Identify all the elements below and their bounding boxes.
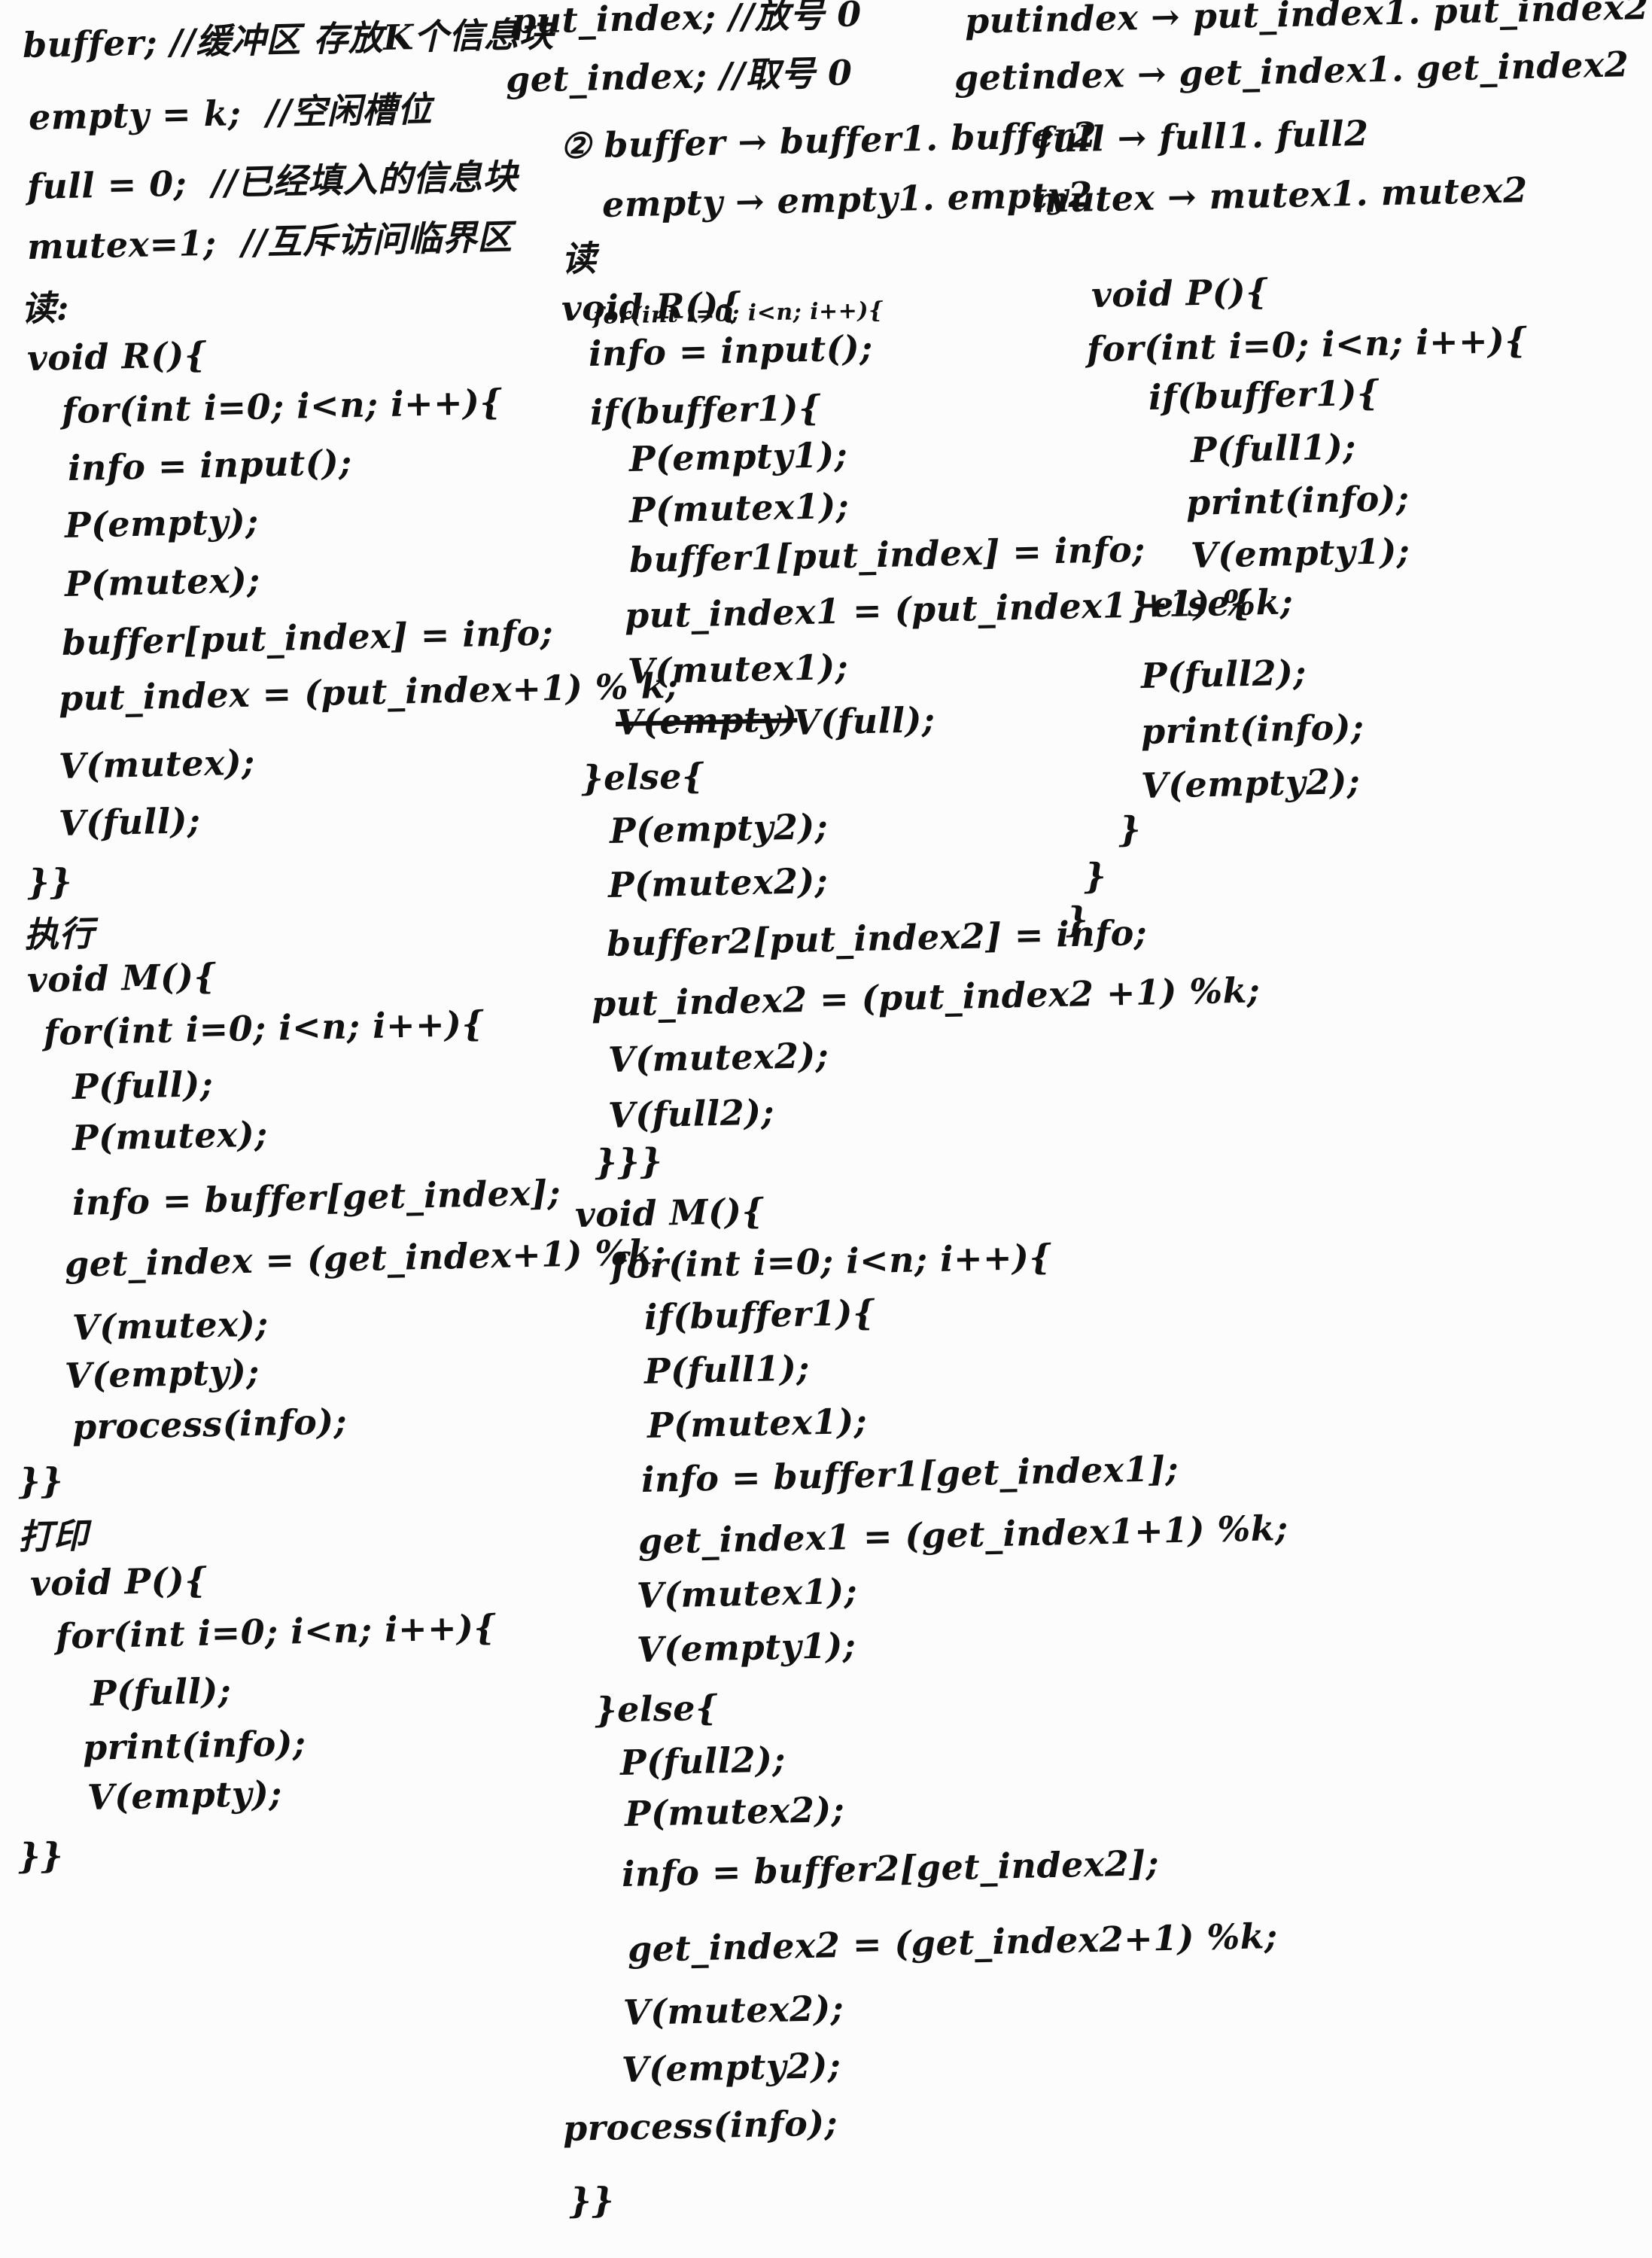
middle-line-21: put_index2 = (put_index2 +1) %k;: [591, 969, 1261, 1024]
middle-line-40: V(empty2);: [621, 2044, 841, 2090]
left-line-20: P(mutex);: [71, 1113, 269, 1158]
right-line-16: }: [1083, 855, 1107, 896]
middle-line-28: P(full1);: [643, 1347, 811, 1392]
right-line-13: print(info);: [1140, 706, 1364, 752]
left-line-25: process(info);: [71, 1401, 348, 1447]
middle-line-30: info = buffer1[get_index1];: [640, 1448, 1179, 1500]
right-line-15: }: [1118, 808, 1142, 850]
left-line-28: void P(){: [29, 1560, 208, 1604]
middle-line-23: V(full2);: [607, 1091, 775, 1136]
right-line-8: P(full1);: [1190, 426, 1357, 470]
middle-line-3: ② buffer → buffer1. buffer2: [559, 114, 1097, 166]
middle-line-22: V(mutex2);: [607, 1034, 829, 1080]
middle-line-42: }}: [568, 2179, 615, 2221]
middle-line-26: for(int i=0; i<n; i++){: [610, 1236, 1052, 1286]
middle-line-5: 读: [561, 238, 598, 279]
middle-line-25: void M(){: [574, 1190, 765, 1235]
middle-line-10: P(empty1);: [628, 434, 848, 479]
middle-line-24: }}}: [594, 1140, 663, 1182]
left-line-24: V(empty);: [64, 1351, 260, 1396]
left-line-23: V(mutex);: [71, 1303, 269, 1348]
middle-line-29: P(mutex1);: [647, 1400, 868, 1446]
left-line-14: V(full);: [58, 800, 201, 844]
left-line-4: mutex=1; //互斥访问临界区: [26, 216, 513, 267]
left-line-15: }}: [26, 860, 73, 902]
middle-line-38: get_index2 = (get_index2+1) %k;: [627, 1915, 1279, 1970]
left-line-7: for(int i=0; i<n; i++){: [61, 381, 503, 431]
middle-line-14: V(mutex1);: [627, 646, 849, 692]
middle-line-31: get_index1 = (get_index1+1) %k;: [637, 1507, 1289, 1562]
middle-line-4: empty → empty1. empty2: [601, 174, 1094, 225]
middle-line-8: info = input();: [588, 327, 874, 374]
left-line-18: for(int i=0; i<n; i++){: [43, 1003, 485, 1053]
left-line-13: V(mutex);: [58, 741, 256, 787]
middle-line-1: put_index; //放号 0: [511, 0, 863, 41]
right-line-1: putindex → put_index1. put_index2: [964, 0, 1650, 41]
left-line-8: info = input();: [67, 442, 353, 488]
middle-line-16: V(full);: [793, 699, 936, 743]
left-line-31: print(info);: [82, 1722, 306, 1768]
middle-line-12: buffer1[put_index] = info;: [628, 528, 1146, 580]
left-line-16: 执行: [23, 913, 95, 955]
left-line-29: for(int i=0; i<n; i++){: [55, 1606, 497, 1657]
middle-line-41: process(info);: [562, 2102, 838, 2149]
right-line-9: print(info);: [1185, 477, 1410, 523]
right-line-12: P(full2);: [1140, 652, 1307, 696]
right-line-17: }: [1065, 899, 1089, 940]
middle-line-36: P(mutex2);: [624, 1788, 845, 1834]
right-line-2: getindex → get_index1. get_index2: [954, 44, 1629, 99]
left-line-12: put_index = (put_index+1) % k;: [58, 665, 679, 719]
middle-line-39: V(mutex2);: [622, 1987, 844, 2033]
left-line-32: V(empty);: [87, 1773, 283, 1818]
left-line-10: P(mutex);: [64, 559, 261, 604]
middle-line-15-struck: V(empty): [615, 698, 798, 743]
middle-line-9: if(buffer1){: [589, 387, 822, 433]
left-line-9: P(empty);: [64, 501, 260, 546]
middle-line-7: for(int i=0; i<n; i++){: [592, 297, 884, 330]
middle-line-33: V(empty1);: [636, 1624, 856, 1670]
middle-line-35: P(full2);: [619, 1739, 786, 1783]
right-line-11: }else{: [1128, 582, 1253, 625]
left-line-21: info = buffer[get_index];: [71, 1172, 561, 1223]
left-line-27: 打印: [17, 1515, 89, 1557]
left-line-11: buffer[put_index] = info;: [61, 612, 554, 663]
left-line-1: buffer; //缓冲区 存放K个信息块: [22, 14, 555, 65]
middle-line-27: if(buffer1){: [643, 1292, 876, 1337]
middle-line-18: P(empty2);: [609, 805, 829, 851]
left-line-26: }}: [17, 1459, 64, 1502]
left-line-22: get_index = (get_index+1) %k;: [64, 1231, 667, 1285]
left-line-33: }}: [17, 1834, 64, 1876]
left-line-30: P(full);: [90, 1670, 232, 1714]
middle-line-32: V(mutex1);: [636, 1570, 858, 1616]
middle-line-37: info = buffer2[get_index2];: [621, 1843, 1160, 1894]
middle-line-11: P(mutex1);: [628, 485, 850, 531]
right-line-3: full → full1. full2: [1036, 112, 1370, 160]
middle-line-19: P(mutex2);: [607, 860, 829, 905]
middle-line-17: }else{: [580, 755, 705, 799]
right-line-6: for(int i=0; i<n; i++){: [1086, 319, 1528, 370]
right-line-14: V(empty2);: [1140, 760, 1361, 806]
right-line-7: if(buffer1){: [1148, 372, 1380, 418]
left-line-2: empty = k; //空闲槽位: [28, 88, 433, 138]
left-line-19: P(full);: [71, 1064, 214, 1107]
right-line-5: void P(){: [1091, 271, 1269, 315]
right-line-10: V(empty1);: [1190, 530, 1410, 576]
left-line-17: void M(){: [26, 955, 218, 1000]
left-line-6: void R(){: [26, 334, 208, 379]
middle-line-2: get_index; //取号 0: [505, 52, 853, 100]
left-line-5: 读:: [20, 287, 70, 329]
left-line-3: full = 0; //已经填入的信息块: [26, 156, 519, 207]
right-line-4: mutex → mutex1. mutex2: [1032, 169, 1529, 221]
middle-line-34: }else{: [594, 1687, 719, 1730]
